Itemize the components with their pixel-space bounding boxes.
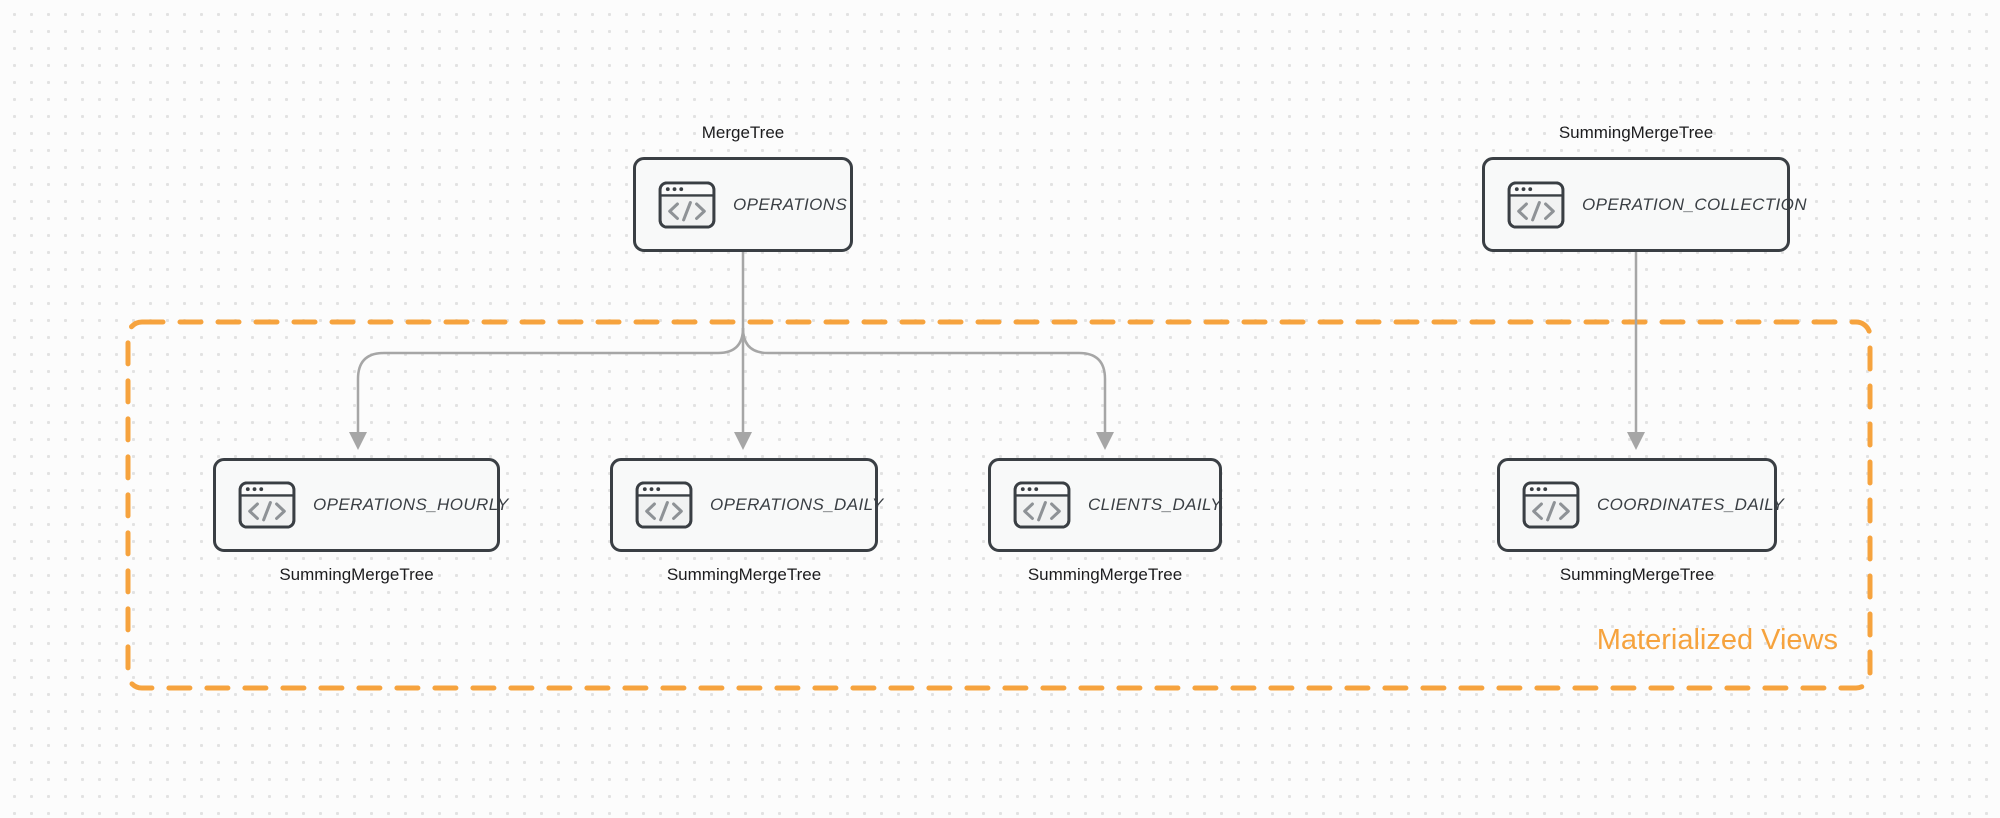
- node-operations: MergeTree OPERATIONS: [633, 123, 853, 252]
- node-title: OPERATIONS_HOURLY: [313, 495, 509, 514]
- node-title: OPERATIONS_DAILY: [710, 495, 884, 514]
- arrowhead: [1096, 432, 1114, 450]
- engine-label: SummingMergeTree: [1558, 123, 1714, 142]
- engine-label: MergeTree: [701, 123, 785, 142]
- code-window-icon: [635, 481, 693, 529]
- node-operations-daily: SummingMergeTree OPERATIONS_DAILY: [610, 458, 883, 584]
- edge-operations-to-clients-daily: [741, 327, 1114, 450]
- code-window-icon: [238, 481, 296, 529]
- node-box[interactable]: OPERATIONS_HOURLY: [213, 458, 508, 552]
- arrowhead: [734, 432, 752, 450]
- arrowhead: [349, 432, 367, 450]
- engine-label: SummingMergeTree: [1027, 565, 1183, 584]
- node-box[interactable]: OPERATION_COLLECTION: [1482, 157, 1807, 252]
- node-title: COORDINATES_DAILY: [1597, 495, 1785, 514]
- edge-operation-collection-to-coordinates-daily: [1627, 252, 1645, 450]
- edge-operations-to-operations-daily: [734, 252, 752, 450]
- node-clients-daily: SummingMergeTree CLIENTS_DAILY: [988, 458, 1222, 584]
- node-operations-hourly: SummingMergeTree OPERATIONS_HOURLY: [213, 458, 508, 584]
- node-coordinates-daily: SummingMergeTree COORDINATES_DAILY: [1497, 458, 1784, 584]
- code-window-icon: [1013, 481, 1071, 529]
- node-operation-collection: SummingMergeTree OPERATION_COLLECTION: [1482, 123, 1807, 252]
- edge-operations-to-operations-hourly: [349, 327, 745, 450]
- node-title: CLIENTS_DAILY: [1088, 495, 1223, 514]
- node-box[interactable]: OPERATIONS: [633, 157, 853, 252]
- node-box[interactable]: CLIENTS_DAILY: [988, 458, 1222, 552]
- code-window-icon: [1507, 180, 1565, 229]
- code-window-icon: [1522, 481, 1580, 529]
- node-title: OPERATION_COLLECTION: [1582, 194, 1807, 214]
- engine-label: SummingMergeTree: [666, 565, 822, 584]
- code-window-icon: [658, 180, 716, 229]
- node-title: OPERATIONS: [733, 194, 848, 214]
- materialized-views-group-label: Materialized Views: [1596, 624, 1838, 656]
- node-box[interactable]: OPERATIONS_DAILY: [610, 458, 883, 552]
- engine-label: SummingMergeTree: [1559, 565, 1715, 584]
- engine-label: SummingMergeTree: [279, 565, 434, 584]
- arrowhead: [1627, 432, 1645, 450]
- node-box[interactable]: COORDINATES_DAILY: [1497, 458, 1784, 552]
